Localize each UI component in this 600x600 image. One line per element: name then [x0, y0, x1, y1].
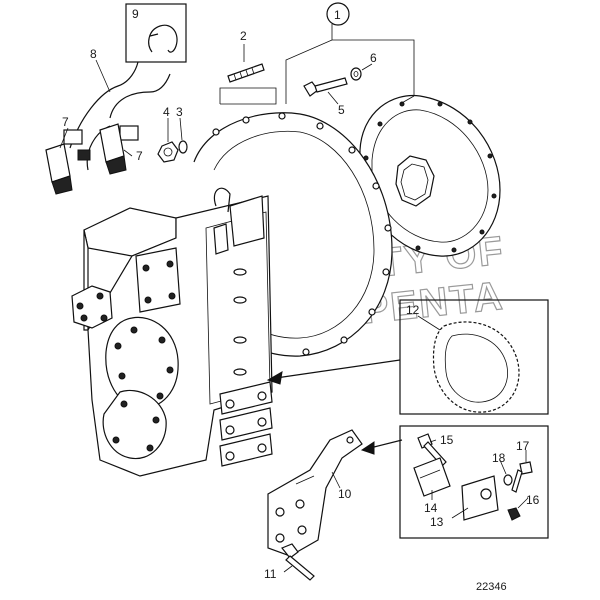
- washer-6-hole: [353, 71, 359, 77]
- connector-b: [119, 125, 139, 141]
- nut-washer-parts: [157, 140, 188, 163]
- inset-frame-clip: [125, 3, 187, 63]
- coupling-spline: [400, 163, 429, 201]
- callout-labels: 1 2 3 4 5 6 7 7 8 9 10 11 12 13 14 15 16…: [62, 7, 540, 581]
- leader-12: [417, 315, 441, 331]
- leader-13: [451, 507, 469, 519]
- callout-3: 3: [176, 105, 183, 119]
- clip-part: [148, 24, 178, 53]
- coupling-plate-inner: [371, 109, 489, 243]
- leader-10: [331, 471, 341, 489]
- gear-ring-inner: [444, 333, 508, 403]
- arrow-line-sensor: [369, 439, 403, 449]
- housing-flange-inner: [213, 130, 375, 339]
- leader-lines: [59, 24, 529, 573]
- bracket-13: [461, 475, 499, 521]
- mounting-bracket: [267, 429, 363, 557]
- leader-2-bracket: [219, 87, 277, 105]
- coupling-plate: [359, 94, 501, 257]
- callout-15: 15: [440, 433, 454, 447]
- leader-7a: [59, 127, 69, 149]
- plug-a: [77, 149, 91, 161]
- bolt-part-5: [303, 67, 362, 97]
- leader-11: [283, 565, 293, 573]
- cover-bolts: [112, 326, 174, 452]
- washer-3: [178, 140, 188, 154]
- inset-arrows: [266, 359, 403, 455]
- callout-5: 5: [338, 103, 345, 117]
- callout-12: 12: [406, 303, 420, 317]
- nut-4: [157, 141, 179, 163]
- callout-18: 18: [492, 451, 506, 465]
- washer-18: [503, 474, 513, 486]
- callout-2: 2: [240, 29, 247, 43]
- gearbox-top-bracket: [229, 195, 265, 247]
- callout-16: 16: [526, 493, 540, 507]
- solenoid-valve-a: [45, 143, 71, 183]
- arrow-line-gear-ring: [275, 359, 401, 379]
- clip-end: [149, 33, 159, 37]
- callout-6: 6: [370, 51, 377, 65]
- solenoid-valve-b-tip: [105, 155, 127, 175]
- valve-block: [135, 247, 181, 313]
- callout-7a: 7: [62, 115, 69, 129]
- stud-part: [227, 63, 265, 83]
- drawing-reference-number: 22346: [476, 581, 507, 593]
- washer-6: [350, 67, 362, 81]
- leader-18: [499, 459, 507, 475]
- callout-13: 13: [430, 515, 444, 529]
- callout-8: 8: [90, 47, 97, 61]
- inset-box-gear-ring: [399, 299, 549, 415]
- leader-15: [429, 439, 437, 443]
- solenoid-harness: [45, 61, 171, 195]
- nut-16: [507, 507, 521, 521]
- callout-1-circle: [326, 2, 350, 26]
- callout-14: 14: [424, 501, 438, 515]
- inset-frame-sensor: [399, 425, 549, 539]
- bolt-11-head: [281, 543, 299, 559]
- leader-7b: [123, 149, 133, 157]
- arrow-head-gear-ring: [266, 371, 283, 385]
- sensor-14: [413, 457, 451, 497]
- leader-6: [361, 63, 373, 71]
- callout-7b: 7: [136, 149, 143, 163]
- bolt-shank: [314, 77, 348, 93]
- bolt-part-11: [281, 543, 315, 581]
- mounting-bosses: [219, 268, 273, 467]
- inset-box-clip: [125, 3, 187, 63]
- bolt-17-head: [519, 461, 533, 475]
- leader-3: [179, 117, 183, 141]
- callout-17: 17: [516, 439, 530, 453]
- callout-11: 11: [264, 567, 277, 581]
- callout-9: 9: [132, 7, 139, 21]
- callout-10: 10: [338, 487, 352, 501]
- stud-body: [227, 63, 265, 83]
- gear-ring-teeth: [432, 321, 520, 413]
- arrow-head-sensor: [360, 441, 375, 455]
- inset-frame-gear-ring: [399, 299, 549, 415]
- breather-cap: [213, 223, 229, 255]
- lifting-eye: [213, 187, 231, 213]
- leader-1: [285, 24, 415, 96]
- bolt-17-shank: [511, 469, 523, 493]
- bracket-13-hole: [480, 488, 492, 500]
- stud-thread: [233, 67, 255, 81]
- bolt-11-shank: [285, 555, 315, 581]
- callout-1: 1: [334, 8, 341, 22]
- leader-5: [327, 91, 339, 105]
- harness-cable-a: [69, 61, 139, 149]
- gearbox: [71, 187, 273, 477]
- solenoid-valve-a-tip: [51, 175, 73, 195]
- nut-4-hole: [163, 147, 173, 157]
- mounting-bracket-body: [267, 429, 363, 557]
- leader-1-branches: [285, 70, 415, 105]
- housing-bolt-holes: [212, 112, 392, 356]
- inset-box-sensor: [399, 425, 549, 539]
- leader-8: [95, 59, 111, 93]
- callout-4: 4: [163, 105, 170, 119]
- leader-16: [517, 497, 529, 509]
- harness-cable-b: [109, 73, 171, 119]
